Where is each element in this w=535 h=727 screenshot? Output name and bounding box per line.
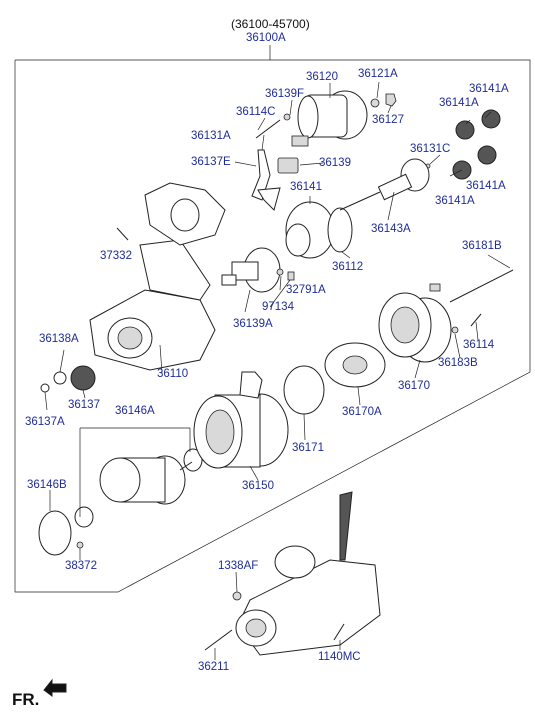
gear-shaft-part (221, 247, 281, 293)
front-orientation-label: FR. (12, 690, 40, 709)
part-number-range: (36100-45700) (231, 17, 310, 31)
part-label-36183B[interactable]: 36183B (438, 357, 478, 369)
part-label-36141A-2[interactable]: 36141A (439, 97, 479, 109)
part-label-36171[interactable]: 36171 (292, 442, 324, 454)
part-label-36112[interactable]: 36112 (332, 261, 364, 273)
through-bolt (449, 269, 514, 303)
switch-housing-part (144, 182, 226, 246)
part-label-36170A[interactable]: 36170A (342, 406, 382, 418)
part-label-36139A[interactable]: 36139A (233, 318, 273, 330)
part-label-36170[interactable]: 36170 (398, 380, 430, 392)
yoke-part (193, 371, 289, 469)
assembly-number-label[interactable]: 36100A (246, 32, 286, 44)
part-label-38372[interactable]: 38372 (65, 560, 97, 572)
part-label-36143A[interactable]: 36143A (371, 223, 411, 235)
part-label-32791A[interactable]: 32791A (286, 284, 326, 296)
part-label-37332[interactable]: 37332 (100, 250, 132, 262)
part-label-36121A[interactable]: 36121A (358, 68, 398, 80)
part-label-1140MC[interactable]: 1140MC (318, 651, 361, 663)
part-label-36114[interactable]: 36114 (463, 339, 495, 351)
front-arrow-icon (43, 678, 67, 697)
part-label-36137E[interactable]: 36137E (191, 156, 231, 168)
part-label-36114C[interactable]: 36114C (236, 106, 276, 118)
solenoid-part (291, 90, 397, 147)
part-label-36146B[interactable]: 36146B (27, 479, 67, 491)
brush-holder-part (324, 342, 386, 388)
part-label-36131C[interactable]: 36131C (410, 143, 451, 155)
front-housing-part (89, 239, 216, 371)
part-label-36150[interactable]: 36150 (242, 480, 274, 492)
part-label-36138A[interactable]: 36138A (39, 333, 79, 345)
part-label-36141A-3[interactable]: 36141A (466, 180, 506, 192)
part-label-36137[interactable]: 36137 (68, 399, 100, 411)
lever-part (251, 149, 271, 201)
part-label-36181B[interactable]: 36181B (462, 240, 502, 252)
part-label-36211[interactable]: 36211 (198, 661, 230, 673)
rear-cover-part (378, 292, 452, 363)
assembly-frame (14, 59, 531, 593)
clutch-part (285, 201, 335, 259)
pinion-part (70, 365, 96, 391)
part-label-36131A[interactable]: 36131A (191, 130, 231, 142)
part-label-36120[interactable]: 36120 (306, 71, 338, 83)
part-label-1338AF[interactable]: 1338AF (218, 560, 259, 572)
part-label-36110[interactable]: 36110 (157, 368, 189, 380)
part-label-36141A[interactable]: 36141A (469, 83, 509, 95)
part-label-97134[interactable]: 97134 (262, 301, 294, 313)
part-label-36141A-4[interactable]: 36141A (435, 195, 475, 207)
part-label-36146A[interactable]: 36146A (115, 405, 155, 417)
part-label-36139[interactable]: 36139 (319, 157, 351, 169)
part-label-36127[interactable]: 36127 (372, 114, 404, 126)
part-label-36141[interactable]: 36141 (290, 181, 322, 193)
part-label-36139F[interactable]: 36139F (265, 88, 305, 100)
armature-part (74, 448, 203, 528)
output-shaft-part (339, 158, 430, 211)
part-label-36137A[interactable]: 36137A (25, 416, 65, 428)
assembled-starter (235, 491, 381, 656)
planet-gears (452, 109, 501, 180)
